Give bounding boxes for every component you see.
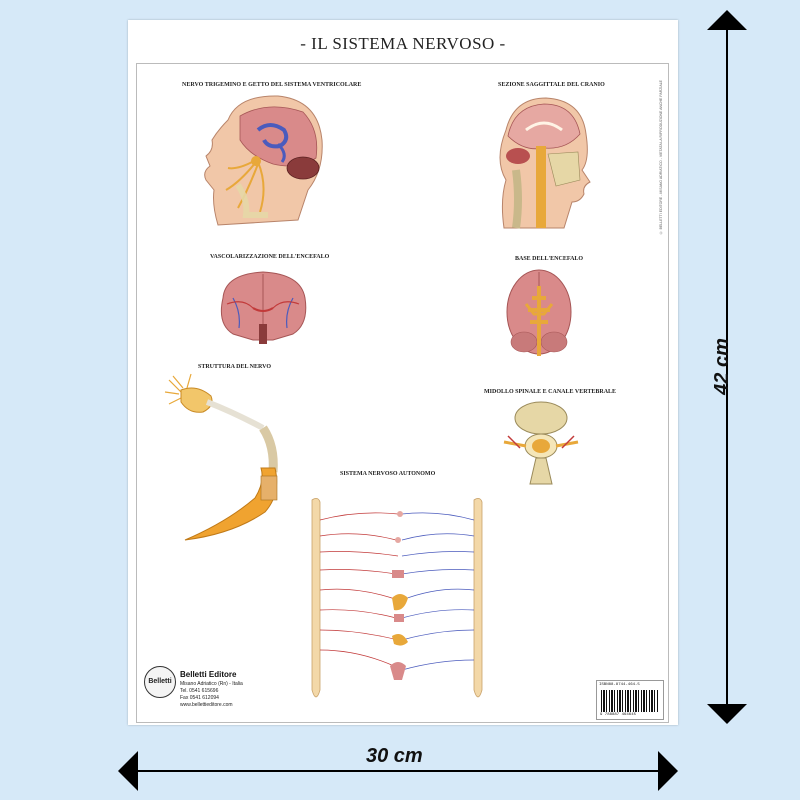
publisher-address: Misano Adriatico (Rn) - Italia bbox=[180, 681, 243, 687]
caption-vascular: VASCOLARIZZAZIONE DELL'ENCEFALO bbox=[210, 254, 330, 260]
barcode-number: 9 788887 464645 bbox=[600, 713, 637, 717]
brain-base-illustration bbox=[506, 269, 572, 356]
isbn-text: ISBN88-8744-464-5 bbox=[599, 683, 640, 687]
height-arrow-bottom-head bbox=[707, 704, 747, 724]
publisher-fax: Fax 0541 612094 bbox=[180, 695, 219, 701]
spinal-cord-illustration bbox=[503, 401, 579, 485]
publisher-name: Belletti Editore bbox=[180, 670, 237, 679]
vascular-illustration bbox=[220, 271, 307, 344]
caption-autonomic: SISTEMA NERVOSO AUTONOMO bbox=[340, 471, 436, 477]
caption-nerve: STRUTTURA DEL NERVO bbox=[198, 364, 272, 370]
caption-sagittal: SEZIONE SAGGITTALE DEL CRANIO bbox=[498, 82, 605, 88]
poster-title: - IL SISTEMA NERVOSO - bbox=[300, 34, 506, 53]
poster: - IL SISTEMA NERVOSO - NERVO TRIGEMINO E… bbox=[128, 20, 678, 725]
trigeminal-illustration bbox=[204, 95, 323, 226]
isbn-barcode: ISBN88-8744-464-5 9 788887 464645 bbox=[596, 680, 664, 720]
autonomic-system-illustration bbox=[311, 498, 483, 698]
caption-trigeminal: NERVO TRIGEMINO E GETTO DEL SISTEMA VENT… bbox=[182, 82, 362, 88]
height-label: 42 cm bbox=[710, 338, 733, 395]
nerve-structure-illustration bbox=[164, 373, 278, 541]
sagittal-illustration bbox=[499, 97, 591, 229]
width-arrow-left-head bbox=[118, 751, 138, 791]
caption-base: BASE DELL'ENCEFALO bbox=[515, 256, 584, 262]
caption-spinal: MIDOLLO SPINALE E CANALE VERTEBRALE bbox=[484, 389, 617, 395]
poster-frame bbox=[136, 63, 669, 723]
publisher-tel: Tel. 0541 615696 bbox=[180, 688, 219, 694]
publisher-logo: Belletti bbox=[144, 666, 176, 698]
publisher-block: Belletti Belletti Editore Misano Adriati… bbox=[142, 662, 322, 712]
barcode bbox=[601, 690, 659, 712]
publisher-web: www.bellettieditore.com bbox=[180, 702, 233, 708]
width-arrow-right-head bbox=[658, 751, 678, 791]
width-label: 30 cm bbox=[366, 745, 423, 767]
height-arrow-top-head bbox=[707, 10, 747, 30]
